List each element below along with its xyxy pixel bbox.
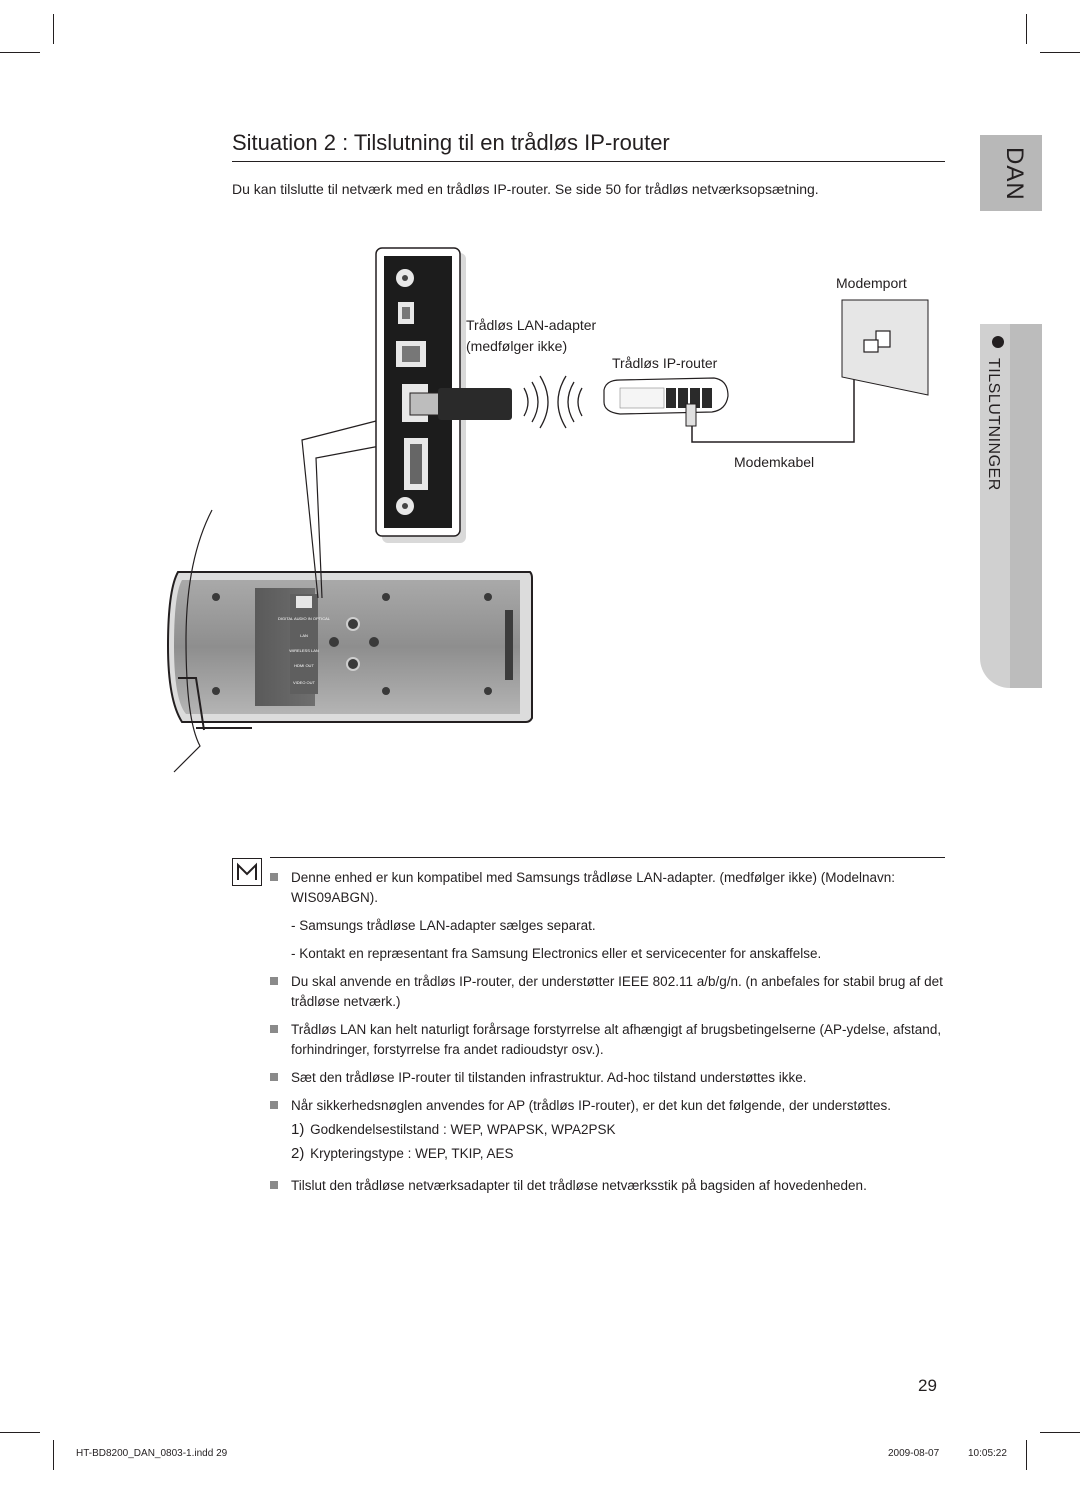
note-text: Tilslut den trådløse netværksadapter til… xyxy=(291,1178,867,1193)
device-port-label: LAN xyxy=(300,633,308,638)
square-bullet-icon xyxy=(270,1073,278,1081)
numbered-item: 1) Godkendelsestilstand : WEP, WPAPSK, W… xyxy=(270,1120,945,1140)
square-bullet-icon xyxy=(270,873,278,881)
section-tab-label: TILSLUTNINGER xyxy=(985,358,1002,491)
screw-icon xyxy=(212,593,220,601)
wireless-signal-icon xyxy=(523,375,583,429)
notes-list: Denne enhed er kun kompatibel med Samsun… xyxy=(270,868,945,1204)
crop-mark xyxy=(1026,14,1027,44)
crop-mark xyxy=(53,1440,54,1470)
crop-mark xyxy=(0,1432,40,1433)
footer-date: 2009-08-07 xyxy=(888,1448,940,1459)
router-label: Trådløs IP-router xyxy=(612,355,718,371)
note-item: Når sikkerhedsnøglen anvendes for AP (tr… xyxy=(270,1096,945,1116)
connection-diagram: DIGITAL AUDIO IN OPTICAL LAN WIRELESS LA… xyxy=(166,247,929,773)
screw-icon xyxy=(382,687,390,695)
modemport-label: Modemport xyxy=(836,275,907,291)
crop-mark xyxy=(1040,1432,1080,1433)
wireless-router xyxy=(603,377,729,427)
note-text: Denne enhed er kun kompatibel med Samsun… xyxy=(291,870,896,905)
square-bullet-icon xyxy=(270,1181,278,1189)
page-number: 29 xyxy=(918,1376,937,1395)
notes-divider xyxy=(270,857,945,858)
crop-mark xyxy=(1026,1440,1027,1470)
screw-icon xyxy=(382,593,390,601)
adapter-label: Trådløs LAN-adapter xyxy=(466,317,597,333)
square-bullet-icon xyxy=(270,1101,278,1109)
crop-mark xyxy=(0,52,40,53)
language-tab: DAN xyxy=(980,135,1042,211)
device-port-label: DIGITAL AUDIO IN OPTICAL xyxy=(278,616,331,621)
note-subitem: - Kontakt en repræsentant fra Samsung El… xyxy=(291,946,822,961)
rear-panel-zoom xyxy=(375,247,466,543)
bullet-dot-icon xyxy=(992,336,1004,348)
crop-mark xyxy=(53,14,54,44)
numbered-item: 2) Krypteringstype : WEP, TKIP, AES xyxy=(270,1144,945,1164)
crop-mark xyxy=(1040,52,1080,53)
square-bullet-icon xyxy=(270,1025,278,1033)
numbered-index: 2) xyxy=(291,1145,305,1162)
section-tab-content: TILSLUTNINGER xyxy=(980,324,1042,688)
cable-label: Modemkabel xyxy=(734,454,814,470)
modem-wall-port xyxy=(841,299,929,396)
mount-hole-icon xyxy=(369,637,379,647)
mount-hole-icon xyxy=(346,617,360,631)
screw-icon xyxy=(484,687,492,695)
adapter-sublabel: (medfølger ikke) xyxy=(466,338,567,354)
device-port-label: WIRELESS LAN xyxy=(289,648,319,653)
note-text: Trådløs LAN kan helt naturligt forårsage… xyxy=(291,1022,942,1057)
numbered-index: 1) xyxy=(291,1121,305,1138)
note-item: Trådløs LAN kan helt naturligt forårsage… xyxy=(270,1020,945,1060)
screw-icon xyxy=(484,593,492,601)
language-tab-label: DAN xyxy=(1001,147,1028,201)
note-text: Sæt den trådløse IP-router til tilstande… xyxy=(291,1070,807,1085)
screw-icon xyxy=(212,687,220,695)
note-item: Du skal anvende en trådløs IP-router, de… xyxy=(270,972,945,1012)
intro-text: Du kan tilslutte til netværk med en tråd… xyxy=(232,181,819,197)
footer-file: HT-BD8200_DAN_0803-1.indd 29 xyxy=(76,1448,228,1459)
mount-hole-icon xyxy=(346,657,360,671)
main-unit-rear: DIGITAL AUDIO IN OPTICAL LAN WIRELESS LA… xyxy=(166,571,533,731)
note-text: Du skal anvende en trådløs IP-router, de… xyxy=(291,974,943,1009)
wireless-lan-adapter xyxy=(409,388,512,420)
page-title: Situation 2 : Tilslutning til en trådløs… xyxy=(232,130,670,155)
note-item: Denne enhed er kun kompatibel med Samsun… xyxy=(270,868,945,908)
footer-time: 10:05:22 xyxy=(968,1448,1007,1459)
numbered-text: Krypteringstype : WEP, TKIP, AES xyxy=(310,1146,514,1161)
optical-port-icon xyxy=(296,596,312,608)
title-underline xyxy=(232,161,945,162)
square-bullet-icon xyxy=(270,977,278,985)
note-subitem: - Samsungs trådløse LAN-adapter sælges s… xyxy=(291,918,596,933)
note-text: Når sikkerhedsnøglen anvendes for AP (tr… xyxy=(291,1098,892,1113)
section-tab-shade xyxy=(1010,324,1042,688)
mount-hole-icon xyxy=(329,637,339,647)
device-port-label: VIDEO OUT xyxy=(293,680,316,685)
numbered-text: Godkendelsestilstand : WEP, WPAPSK, WPA2… xyxy=(310,1122,616,1137)
note-item: Tilslut den trådløse netværksadapter til… xyxy=(270,1176,945,1196)
device-port-label: HDMI OUT xyxy=(294,663,314,668)
note-icon xyxy=(232,858,262,886)
note-item: Sæt den trådløse IP-router til tilstande… xyxy=(270,1068,945,1088)
